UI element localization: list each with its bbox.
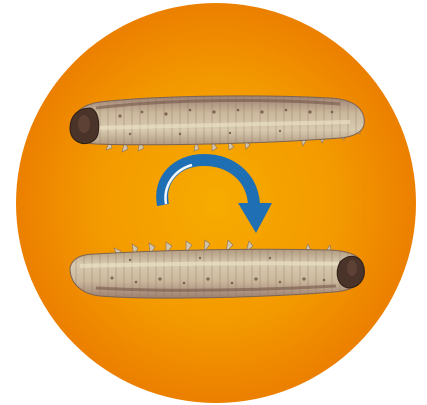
orange-disc bbox=[16, 3, 416, 403]
